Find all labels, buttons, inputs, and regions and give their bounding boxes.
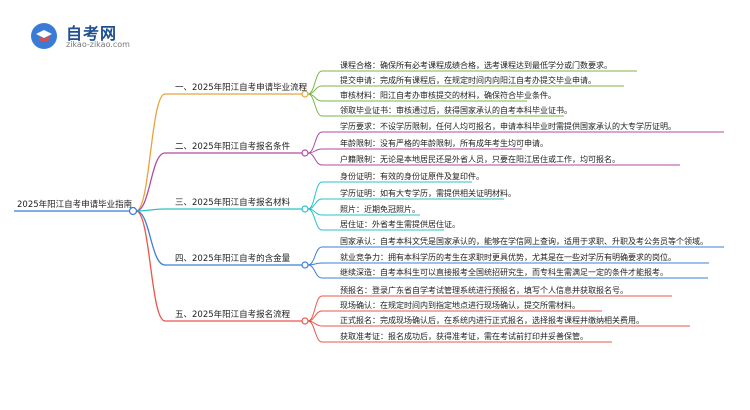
leaf-label: 照片：近期免冠照片。 (340, 204, 420, 214)
root-label: 2025年阳江自考申请毕业指南 (17, 199, 132, 210)
leaf-label: 正式报名：完成现场确认后，在系统内进行正式报名，选择报考课程并缴纳相关费用。 (340, 315, 644, 325)
branch-link (135, 208, 166, 212)
leaf-label: 国家承认：自考本科文凭是国家承认的，能够在学信网上查询，适用于求职、升职及考公务… (340, 236, 708, 246)
leaf-link (307, 246, 323, 266)
leaf-link (307, 264, 323, 279)
site-logo[interactable]: 自考网 zikao-zikao.com (30, 18, 140, 52)
leaf-link (307, 320, 323, 343)
leaf-link (307, 148, 323, 154)
branch-link (135, 210, 166, 322)
leaf-label: 身份证明：有效的身份证原件及复印件。 (340, 171, 484, 181)
leaf-label: 审核材料：阳江自考办审核提交的材料，确保符合毕业条件。 (340, 90, 556, 100)
graduation-cap-icon (31, 23, 57, 49)
leaf-label: 户籍限制：无论是本地居民还是外省人员，只要在阳江居住或工作，均可报名。 (340, 154, 620, 164)
branch-label: 三、2025年阳江自考报名材料 (175, 197, 291, 208)
leaf-link (307, 181, 323, 210)
branch-node-dot[interactable] (301, 317, 309, 325)
branch-node-dot[interactable] (301, 205, 309, 213)
branch-link (135, 93, 166, 212)
branch-label: 二、2025年阳江自考报名条件 (175, 141, 291, 152)
root-node-dot[interactable] (128, 206, 138, 216)
leaf-link (307, 93, 323, 117)
leaf-link (307, 152, 323, 166)
leaf-link (307, 295, 323, 322)
logo-title: 自考网 (66, 24, 118, 43)
branch-node-dot[interactable] (301, 261, 309, 269)
branch-label: 一、2025年阳江自考申请毕业流程 (175, 82, 308, 93)
leaf-label: 课程合格：确保所有必考课程成绩合格，选考课程达到最低学分或门数要求。 (340, 60, 612, 70)
leaf-link (307, 131, 323, 154)
branch-link (135, 152, 166, 212)
leaf-label: 预报名：登录广东省自学考试管理系统进行预报名，填写个人信息并获取报名号。 (340, 285, 628, 295)
leaf-label: 提交申请：完成所有课程后，在规定时间内向阳江自考办提交毕业申请。 (340, 75, 596, 85)
leaf-label: 继续深造：自考本科生可以直接报考全国统招研究生，而专科生需满足一定的条件才能报考… (340, 267, 668, 277)
leaf-label: 学历要求：不设学历限制，任何人均可报名，申请本科毕业时需提供国家承认的大专学历证… (340, 121, 676, 131)
leaf-label: 就业竞争力：拥有本科学历的考生在求职时更具优势，尤其是在一些对学历有明确要求的岗… (340, 252, 676, 262)
leaf-label: 现场确认：在规定时间内到指定地点进行现场确认，提交所需材料。 (340, 300, 580, 310)
leaf-label: 年龄限制：没有严格的年龄限制，所有成年考生均可申请。 (340, 138, 548, 148)
branch-node-dot[interactable] (301, 149, 309, 157)
leaf-label: 领取毕业证书：审核通过后，获得国家承认的自考本科毕业证书。 (340, 105, 572, 115)
leaf-label: 学历证明：如有大专学历，需提供相关证明材料。 (340, 188, 516, 198)
leaf-label: 获取准考证：报名成功后，获得准考证，需在考试前打印并妥善保管。 (340, 331, 588, 341)
branch-node-dot[interactable] (301, 90, 309, 98)
branch-label: 五、2025年阳江自考报名流程 (175, 309, 291, 320)
branch-label: 四、2025年阳江自考的含金量 (175, 253, 291, 264)
logo-url: zikao-zikao.com (66, 40, 130, 49)
leaf-link (307, 208, 323, 231)
leaf-label: 居住证：外省考生需提供居住证。 (340, 219, 460, 229)
branch-link (135, 210, 166, 266)
